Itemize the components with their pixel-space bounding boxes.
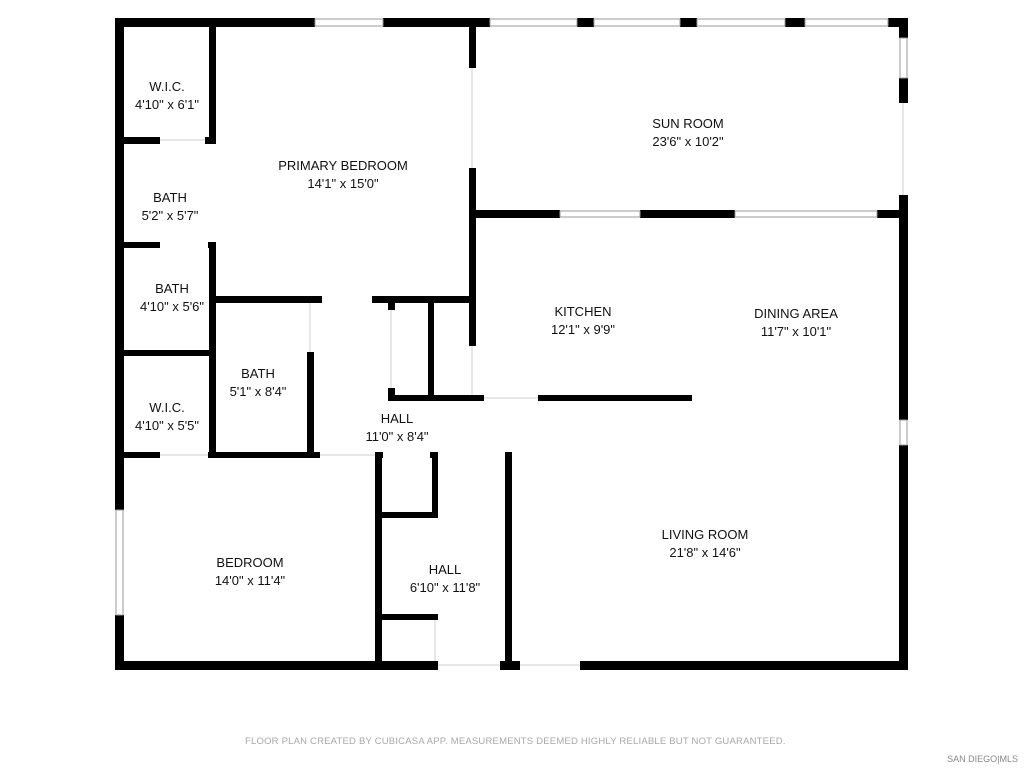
room-name: SUN ROOM xyxy=(652,116,724,131)
room-name: HALL xyxy=(428,562,462,577)
room-hall-1: HALL 11'0" x 8'4" xyxy=(365,410,428,446)
room-primary-bedroom: PRIMARY BEDROOM 14'1" x 15'0" xyxy=(278,157,408,193)
room-size: 4'10" x 5'5" xyxy=(134,418,200,433)
room-name: PRIMARY BEDROOM xyxy=(278,158,408,173)
windows xyxy=(115,18,908,616)
room-name: W.I.C. xyxy=(149,79,185,94)
room-bath-3: BATH 5'1" x 8'4" xyxy=(230,365,287,401)
mls-watermark: SAN DIEGO|MLS xyxy=(947,754,1018,764)
room-size: 14'0" x 11'4" xyxy=(214,573,286,588)
disclaimer-text: FLOOR PLAN CREATED BY CUBICASA APP. MEAS… xyxy=(245,736,786,747)
room-name: LIVING ROOM xyxy=(661,527,749,542)
room-size: 14'1" x 15'0" xyxy=(307,176,379,191)
openings xyxy=(160,68,904,666)
room-hall-2: HALL 6'10" x 11'8" xyxy=(410,561,480,597)
room-size: 11'7" x 10'1" xyxy=(760,324,832,339)
room-size: 11'0" x 8'4" xyxy=(365,429,429,444)
room-living-room: LIVING ROOM 21'8" x 14'6" xyxy=(662,526,749,562)
room-name: W.I.C. xyxy=(149,400,185,415)
room-dining-area: DINING AREA 11'7" x 10'1" xyxy=(754,305,838,341)
room-wic-2: W.I.C. 4'10" x 5'5" xyxy=(135,399,199,435)
room-name: BEDROOM xyxy=(216,555,284,570)
room-name: BATH xyxy=(153,190,187,205)
room-wic-1: W.I.C. 4'10" x 6'1" xyxy=(135,78,199,114)
room-bedroom: BEDROOM 14'0" x 11'4" xyxy=(215,554,285,590)
room-size: 21'8" x 14'6" xyxy=(669,545,741,560)
room-size: 12'1" x 9'9" xyxy=(550,322,616,337)
room-name: HALL xyxy=(380,411,414,426)
room-size: 5'2" x 5'7" xyxy=(141,208,199,223)
room-kitchen: KITCHEN 12'1" x 9'9" xyxy=(551,303,615,339)
room-sun-room: SUN ROOM 23'6" x 10'2" xyxy=(652,115,724,151)
room-name: BATH xyxy=(241,366,275,381)
room-size: 6'10" x 11'8" xyxy=(409,580,481,595)
room-size: 4'10" x 5'6" xyxy=(139,299,205,314)
room-bath-1: BATH 5'2" x 5'7" xyxy=(142,189,199,225)
room-bath-2: BATH 4'10" x 5'6" xyxy=(140,280,204,316)
room-name: KITCHEN xyxy=(554,304,612,319)
room-name: BATH xyxy=(155,281,189,296)
room-name: DINING AREA xyxy=(754,306,838,321)
room-size: 23'6" x 10'2" xyxy=(652,134,724,149)
room-size: 4'10" x 6'1" xyxy=(134,97,200,112)
room-size: 5'1" x 8'4" xyxy=(229,384,287,399)
walls xyxy=(115,18,908,670)
